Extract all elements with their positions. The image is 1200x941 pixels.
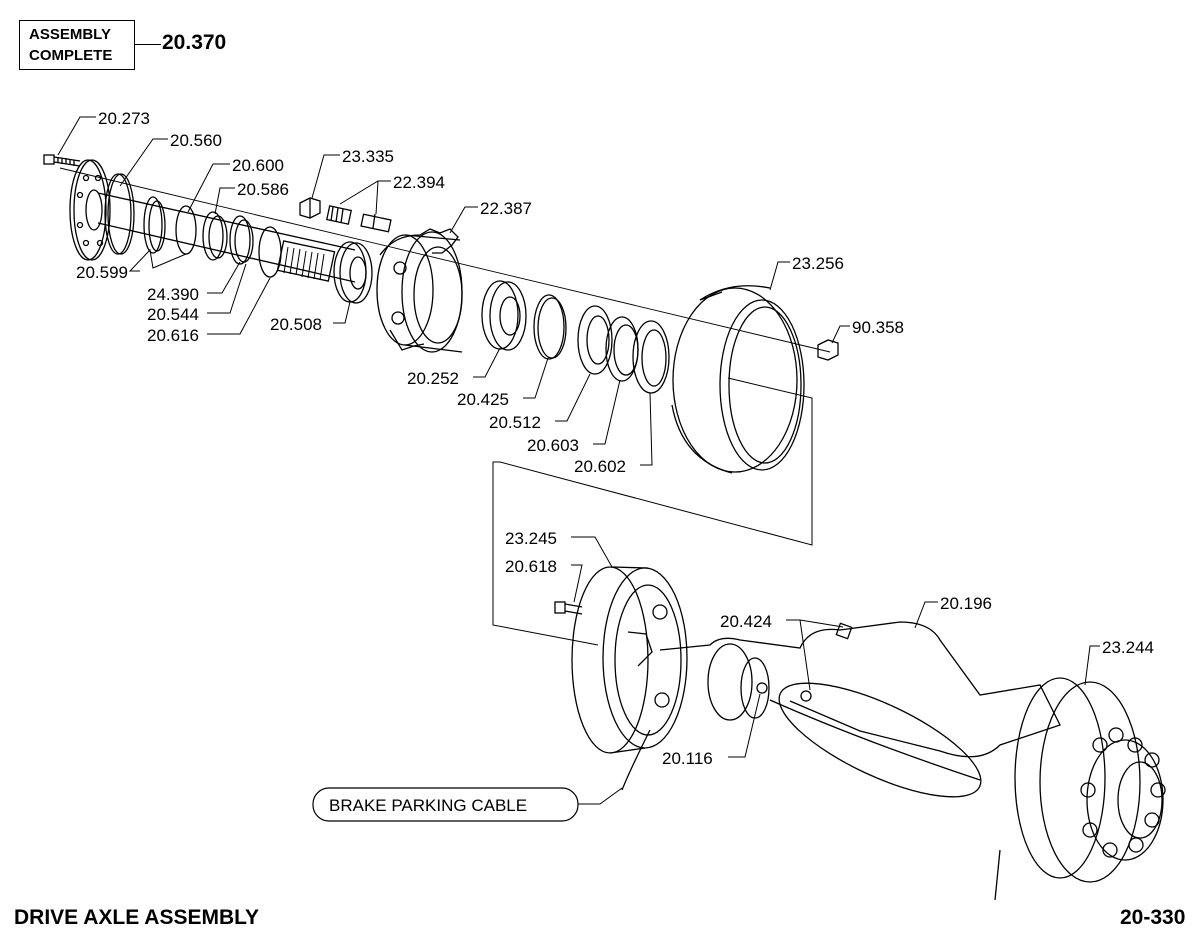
spline-part: [276, 240, 336, 282]
callout-90-358: 90.358: [852, 318, 904, 337]
axle-housing-part: [659, 621, 1061, 798]
seal-part: [632, 320, 670, 394]
page-title: DRIVE AXLE ASSEMBLY: [14, 906, 260, 929]
brake-cable-wire: [621, 729, 651, 791]
stud-part: [360, 213, 392, 233]
callout-20-560: 20.560: [170, 131, 222, 150]
bearing-part: [481, 280, 527, 351]
brake-parking-cable-label-box: [312, 787, 579, 822]
wheel-end-part: [994, 677, 1166, 901]
assembly-axis-line: [59, 167, 831, 353]
bolt-part: [554, 601, 583, 615]
nut-part: [817, 339, 839, 361]
callout-20-603: 20.603: [527, 436, 579, 455]
axle-flange-part: [69, 159, 111, 261]
brake-parking-cable-label: BRAKE PARKING CABLE: [329, 796, 527, 815]
assembly-label-line2: COMPLETE: [29, 47, 113, 64]
assembly-leader-line: [135, 44, 161, 45]
callout-20-600: 20.600: [232, 156, 284, 175]
ring-part: [143, 196, 163, 254]
leader-lines: [57, 116, 1100, 805]
ring-part: [202, 211, 224, 261]
ring-part: [175, 205, 197, 255]
callout-20-508: 20.508: [270, 315, 322, 334]
callout-20-116: 20.116: [662, 749, 713, 768]
callout-20-196: 20.196: [940, 594, 992, 613]
callout-20-425: 20.425: [457, 390, 509, 409]
seal-part: [641, 329, 667, 387]
ring-part: [234, 219, 254, 263]
ring-part: [208, 215, 228, 259]
assembly-link-line: [492, 377, 813, 646]
seal-part: [613, 324, 639, 376]
wheel-hub-part: [376, 228, 463, 353]
callout-24-390: 24.390: [147, 285, 199, 304]
stud-part: [326, 205, 352, 225]
callout-23-244: 23.244: [1102, 638, 1154, 657]
assembly-label-line1: ASSEMBLY: [29, 26, 111, 43]
axle-shaft-part: [97, 173, 356, 283]
callout-20-599: 20.599: [76, 263, 128, 282]
callout-20-252: 20.252: [407, 369, 459, 388]
callout-23-245: 23.245: [505, 529, 557, 548]
ring-part: [577, 305, 613, 375]
callout-20-586: 20.586: [237, 180, 289, 199]
page-number: 20-330: [1120, 906, 1186, 929]
callout-20-602: 20.602: [574, 457, 626, 476]
callout-20-512: 20.512: [489, 413, 541, 432]
callout-20-616: 20.616: [147, 326, 199, 345]
brake-drum-part: [671, 285, 805, 474]
callout-20-424: 20.424: [720, 612, 772, 631]
callout-22-387: 22.387: [480, 199, 532, 218]
bearing-part: [333, 241, 373, 304]
assembly-complete-box: ASSEMBLY COMPLETE: [19, 20, 135, 70]
ring-part: [229, 215, 251, 265]
callout-23-256: 23.256: [792, 254, 844, 273]
callout-22-394: 22.394: [393, 173, 445, 192]
callout-20-618: 20.618: [505, 557, 557, 576]
snap-ring-part: [533, 294, 565, 360]
callout-23-335: 23.335: [342, 147, 394, 166]
wheel-nut-part: [299, 197, 321, 219]
snap-ring-part: [537, 297, 567, 359]
brake-backing-plate-part: [571, 566, 688, 754]
callout-20-273: 20.273: [98, 109, 150, 128]
ring-part: [586, 315, 610, 365]
bolt-part: [43, 154, 81, 167]
callout-20-544: 20.544: [147, 305, 199, 324]
assembly-reference-number: 20.370: [162, 31, 227, 54]
ring-part: [148, 200, 166, 252]
